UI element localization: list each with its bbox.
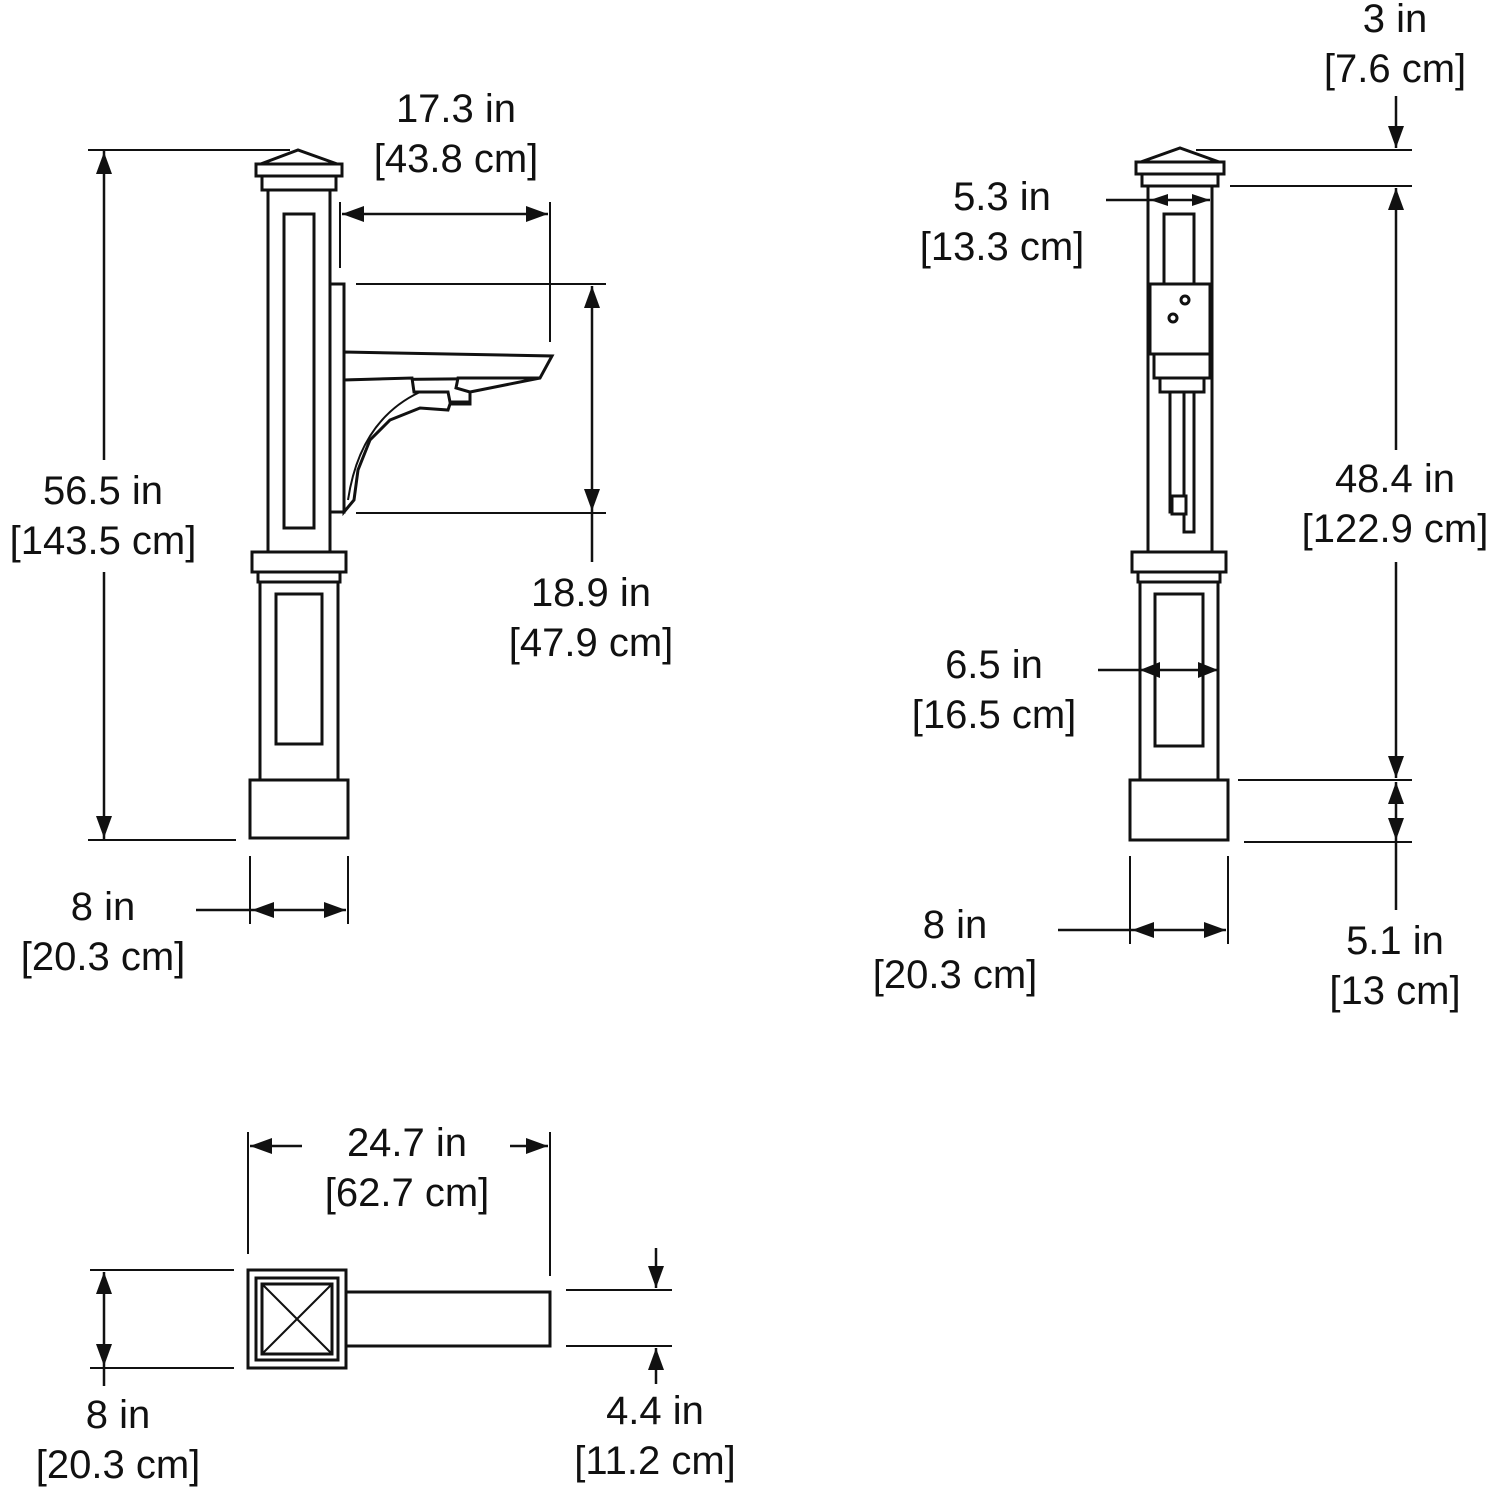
side-base-width-imperial: 8 in xyxy=(71,885,136,929)
side-bracket-height-metric: [47.9 cm] xyxy=(509,621,674,665)
front-cap-height-metric: [7.6 cm] xyxy=(1324,47,1466,91)
front-base-height-imperial: 5.1 in xyxy=(1346,919,1444,963)
side-arm-depth-imperial: 17.3 in xyxy=(396,87,516,131)
front-cap-height-imperial: 3 in xyxy=(1363,0,1428,41)
side-height-metric: [143.5 cm] xyxy=(10,519,197,563)
top-post-width-metric: [20.3 cm] xyxy=(36,1443,201,1487)
top-total-length-metric: [62.7 cm] xyxy=(325,1171,490,1215)
top-arm-width-metric: [11.2 cm] xyxy=(574,1439,736,1483)
front-base-height-metric: [13 cm] xyxy=(1329,969,1460,1013)
side-arm-depth-metric: [43.8 cm] xyxy=(374,137,539,181)
front-upper-width-metric: [13.3 cm] xyxy=(920,225,1085,269)
front-base-width-imperial: 8 in xyxy=(923,903,988,947)
front-lower-width-imperial: 6.5 in xyxy=(945,643,1043,687)
side-bracket-height-imperial: 18.9 in xyxy=(531,571,651,615)
top-post-width-imperial: 8 in xyxy=(86,1393,151,1437)
front-post xyxy=(1128,146,1230,842)
side-base-width-metric: [20.3 cm] xyxy=(21,935,186,979)
front-body-height-imperial: 48.4 in xyxy=(1335,457,1455,501)
side-view: 56.5 in [143.5 cm] 17.3 in [43.8 cm] 18.… xyxy=(10,87,674,979)
front-base-width-metric: [20.3 cm] xyxy=(873,953,1038,997)
top-arm-width-imperial: 4.4 in xyxy=(606,1389,704,1433)
front-body-height-metric: [122.9 cm] xyxy=(1302,507,1489,551)
front-view: 3 in [7.6 cm] 5.3 in [13.3 cm] 48.4 in [… xyxy=(873,0,1489,1013)
side-bracket xyxy=(328,282,555,517)
side-post xyxy=(248,148,350,840)
top-view: 24.7 in [62.7 cm] 8 in [20.3 cm] 4.4 in … xyxy=(36,1121,736,1487)
front-upper-width-imperial: 5.3 in xyxy=(953,175,1051,219)
top-total-length-imperial: 24.7 in xyxy=(347,1121,467,1165)
front-lower-width-metric: [16.5 cm] xyxy=(912,693,1077,737)
side-height-imperial: 56.5 in xyxy=(43,469,163,513)
top-post xyxy=(246,1268,552,1370)
